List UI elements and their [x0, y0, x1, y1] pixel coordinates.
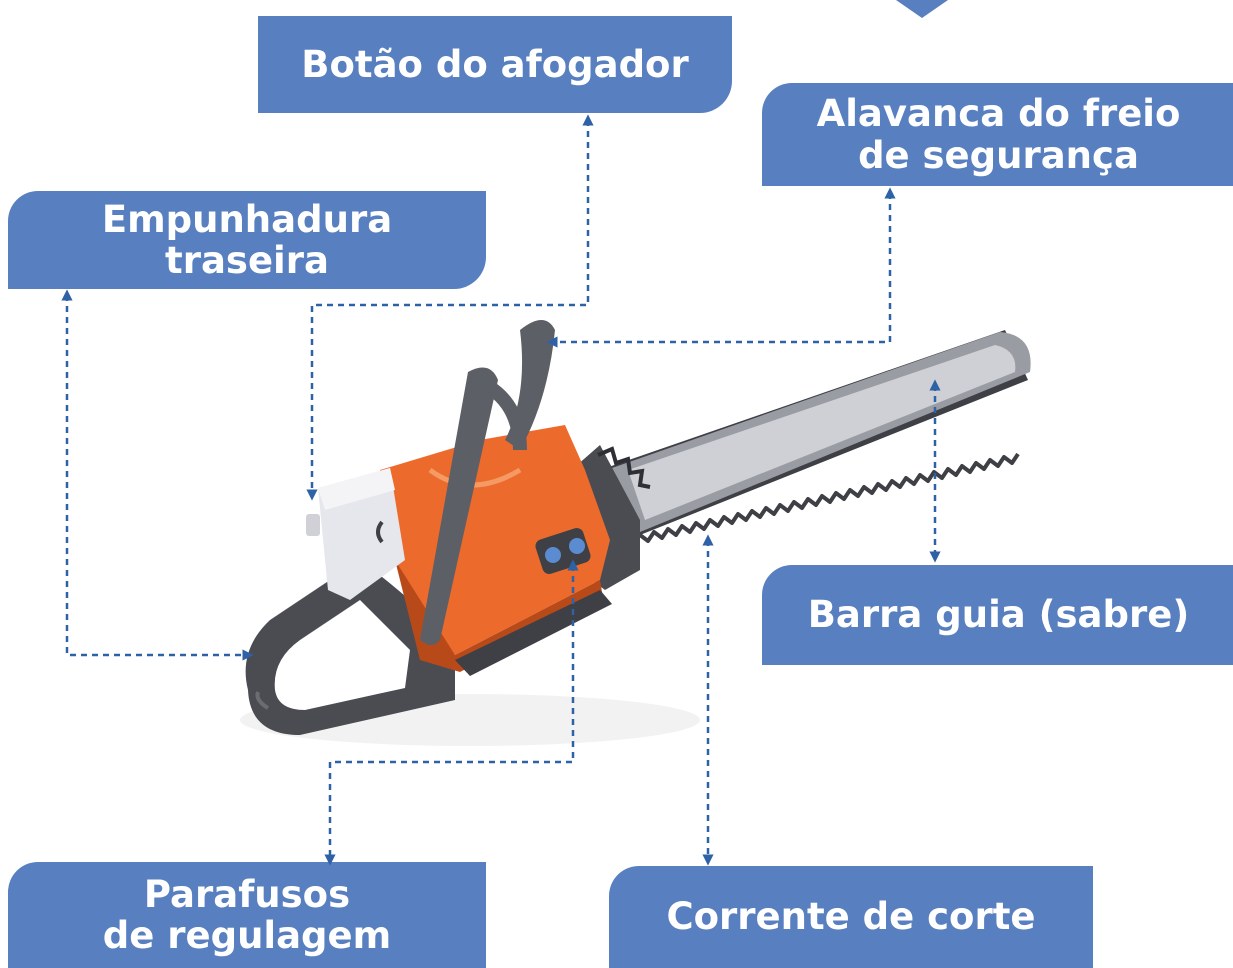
label-cutting-chain: Corrente de corte	[609, 866, 1093, 968]
chainsaw-illustration	[240, 320, 1031, 746]
leader-handle	[61, 289, 254, 661]
rear-cover	[306, 468, 405, 600]
guide-bar	[600, 330, 1031, 543]
label-adjustment-screws: Parafusos de regulagem	[8, 862, 486, 968]
label-safety-brake-lever: Alavanca do freio de segurança	[762, 83, 1233, 186]
label-safety-brake-lever-line2: de segurança	[858, 133, 1139, 177]
label-cutting-chain-text: Corrente de corte	[666, 895, 1036, 939]
label-rear-handle-line2: traseira	[165, 239, 329, 282]
label-safety-brake-lever-line1: Alavanca do freio	[816, 92, 1181, 136]
leader-lines	[61, 114, 941, 866]
label-choke-button-text: Botão do afogador	[301, 42, 689, 86]
label-adjustment-screws-line1: Parafusos	[143, 872, 351, 916]
label-adjustment-screws-line2: de regulagem	[102, 914, 392, 957]
label-guide-bar: Barra guia (sabre)	[762, 565, 1233, 665]
label-guide-bar-text: Barra guia (sabre)	[807, 593, 1190, 637]
leader-brake	[546, 187, 896, 348]
top-triangle-marker-icon	[896, 0, 948, 18]
label-choke-button: Botão do afogador	[258, 16, 732, 113]
leader-screws	[324, 559, 579, 866]
